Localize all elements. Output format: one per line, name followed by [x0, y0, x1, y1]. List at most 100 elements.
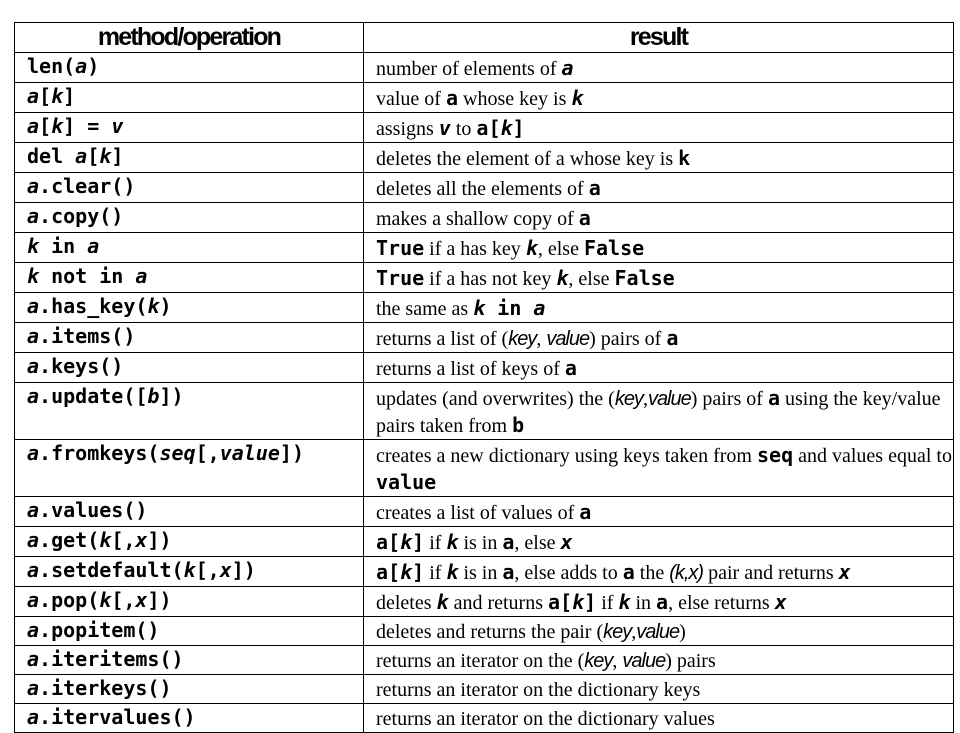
result-text: x	[838, 560, 851, 584]
method-text: a	[27, 498, 40, 522]
result-text: k	[571, 86, 584, 110]
method-text: a	[75, 144, 88, 168]
result-text: v	[438, 116, 451, 140]
result-text: a	[578, 206, 591, 230]
method-text: .items()	[39, 324, 136, 348]
result-cell: assigns v to a[k]	[363, 112, 954, 143]
method-text: a	[27, 294, 40, 318]
result-text: k	[572, 590, 585, 614]
result-cell: number of elements of a	[363, 52, 954, 83]
method-text: [	[39, 114, 52, 138]
result-cell: True if a has key k, else False	[363, 232, 954, 263]
result-text: value	[546, 328, 590, 350]
table-row: a.popitem()deletes and returns the pair …	[14, 616, 954, 646]
method-text: k	[99, 588, 112, 612]
result-text: and values equal to	[793, 445, 952, 467]
result-text: a	[502, 530, 515, 554]
result-text: False	[583, 236, 645, 260]
result-text: a	[502, 560, 515, 584]
table-row: a[k]value of a whose key is k	[14, 82, 954, 113]
result-text: returns an iterator on the dictionary ke…	[376, 679, 701, 701]
result-text: deletes	[376, 592, 437, 614]
result-cell: True if a has not key k, else False	[363, 262, 954, 293]
method-cell: a.iterkeys()	[14, 674, 364, 704]
result-text: value of	[376, 88, 446, 110]
table-row: a.get(k[,x])a[k] if k is in a, else x	[14, 526, 954, 557]
result-text: deletes and returns the pair (	[376, 621, 604, 643]
result-cell: a[k] if k is in a, else x	[363, 526, 954, 557]
result-text: returns an iterator on the (	[376, 650, 585, 672]
result-text: a[	[376, 530, 401, 554]
method-text: a	[135, 264, 148, 288]
method-text: ])	[159, 384, 184, 408]
result-text: whose key is	[458, 88, 572, 110]
result-text: (k,x)	[669, 562, 704, 584]
result-text: returns a list of (	[376, 328, 509, 350]
result-text: ,	[536, 328, 547, 350]
result-text: key	[614, 388, 644, 410]
result-text: deletes the element of a whose key is	[376, 148, 679, 170]
result-cell: value of a whose key is k	[363, 82, 954, 113]
result-text: updates (and overwrites) the (	[376, 388, 615, 410]
result-text: k	[436, 590, 449, 614]
result-text: , else	[537, 238, 584, 260]
result-text: value	[622, 650, 666, 672]
method-text: )	[159, 294, 172, 318]
result-cell: returns a list of keys of a	[363, 352, 954, 383]
result-text: k	[678, 146, 691, 170]
method-text: ] =	[63, 114, 112, 138]
result-text: value	[376, 470, 437, 494]
result-text: k	[400, 530, 413, 554]
result-text: False	[614, 266, 675, 290]
result-text: in	[630, 592, 657, 614]
method-text: a	[27, 324, 40, 348]
method-text: v	[111, 114, 124, 138]
result-text: , else returns	[668, 592, 775, 614]
method-text: k	[99, 144, 112, 168]
method-cell: a.pop(k[,x])	[14, 586, 364, 617]
result-text: a	[564, 356, 577, 380]
result-cell: returns an iterator on the (key, value) …	[363, 645, 954, 675]
result-cell: creates a list of values of a	[363, 496, 954, 527]
result-text: x	[774, 590, 787, 614]
result-text: number of elements of	[376, 58, 562, 80]
method-cell: a[k] = v	[14, 112, 364, 143]
result-cell: returns a list of (key, value) pairs of …	[363, 322, 954, 353]
method-text: ])	[147, 528, 172, 552]
result-text: a[	[376, 560, 401, 584]
method-text: .iterkeys()	[39, 676, 172, 700]
method-text: a	[27, 558, 40, 582]
method-text: x	[135, 588, 148, 612]
method-cell: a.items()	[14, 322, 364, 353]
result-cell: deletes all the elements of a	[363, 172, 954, 203]
method-text: x	[219, 558, 232, 582]
method-text: .itervalues()	[39, 705, 196, 729]
result-text: ,	[631, 621, 637, 643]
result-cell: deletes the element of a whose key is k	[363, 142, 954, 173]
result-text: True	[376, 236, 425, 260]
result-text: creates a new dictionary using keys take…	[376, 445, 757, 467]
method-text: [	[87, 144, 100, 168]
result-text: pair and returns	[703, 562, 839, 584]
method-text: .values()	[39, 498, 148, 522]
method-text: a	[27, 441, 40, 465]
result-cell: deletes k and returns a[k] if k in a, el…	[363, 586, 954, 617]
method-text: in	[39, 234, 88, 258]
result-text: ]	[512, 116, 525, 140]
method-text: [,	[111, 588, 136, 612]
table-row: a.values() creates a list of values of a	[14, 496, 954, 527]
method-text: k	[99, 528, 112, 552]
method-text: .iteritems()	[39, 647, 184, 671]
method-cell: a.fromkeys(seq[,value])	[14, 439, 364, 497]
method-text: k	[147, 294, 160, 318]
result-column-header: result	[363, 22, 954, 53]
table-row: a.setdefault(k[,x])a[k] if k is in a, el…	[14, 556, 954, 587]
method-text: a	[87, 234, 100, 258]
method-text: a	[27, 676, 40, 700]
method-cell: a.has_key(k)	[14, 292, 364, 323]
result-text: k	[556, 266, 569, 290]
